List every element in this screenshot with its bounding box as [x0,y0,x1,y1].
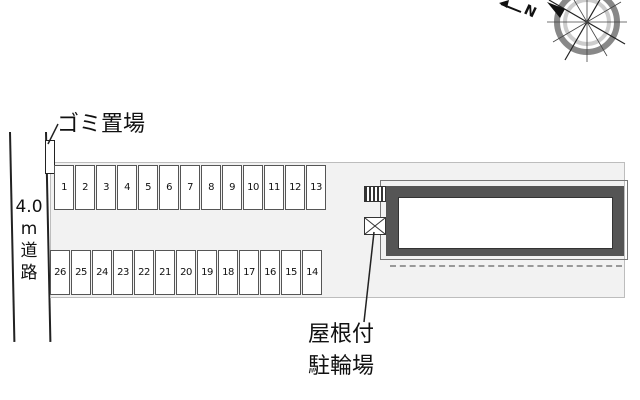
bike-parking-label-2: 駐輪場 [308,354,375,379]
parking-stall: 3 [96,165,116,210]
road-unit: m [20,219,38,239]
stairs [364,186,386,202]
parking-stall: 16 [260,250,280,295]
road-name-char-1: 道 [20,241,38,261]
garbage-pointer [47,123,59,145]
parking-stall: 5 [138,165,158,210]
parking-stall: 12 [285,165,305,210]
parking-stall: 17 [239,250,259,295]
parking-stall: 24 [92,250,112,295]
bike-parking-label-1: 屋根付 [308,322,375,347]
parking-stall: 1 [54,165,74,210]
bike-parking-box [364,217,386,235]
parking-stall: 9 [222,165,242,210]
road-width: 4.0 [15,197,43,217]
parking-stall: 6 [159,165,179,210]
parking-stall: 10 [243,165,263,210]
parking-stall: 23 [113,250,133,295]
parking-stall: 2 [75,165,95,210]
garbage-pointer-line [47,123,59,145]
compass-north-label: N [521,2,538,21]
building-dashed-line [390,265,622,267]
parking-stall: 8 [201,165,221,210]
building-interior [398,197,613,249]
parking-stall: 21 [155,250,175,295]
parking-stall: 15 [281,250,301,295]
parking-stall: 25 [71,250,91,295]
bike-parking-cross-icon [364,217,386,235]
parking-stall: 22 [134,250,154,295]
parking-stall: 13 [306,165,326,210]
parking-stall: 14 [302,250,322,295]
parking-stall: 19 [197,250,217,295]
compass-icon: N [499,0,627,62]
bike-parking-pointer [363,231,375,323]
parking-stall: 26 [50,250,70,295]
road-name-char-2: 路 [20,263,38,283]
parking-stall: 4 [117,165,137,210]
parking-stall: 11 [264,165,284,210]
parking-stall: 7 [180,165,200,210]
garbage-area-label: ゴミ置場 [57,112,146,137]
parking-stall: 18 [218,250,238,295]
parking-stall: 20 [176,250,196,295]
bike-pointer-line [363,231,375,323]
road-label: 4.0 m 道 路 [12,196,46,284]
